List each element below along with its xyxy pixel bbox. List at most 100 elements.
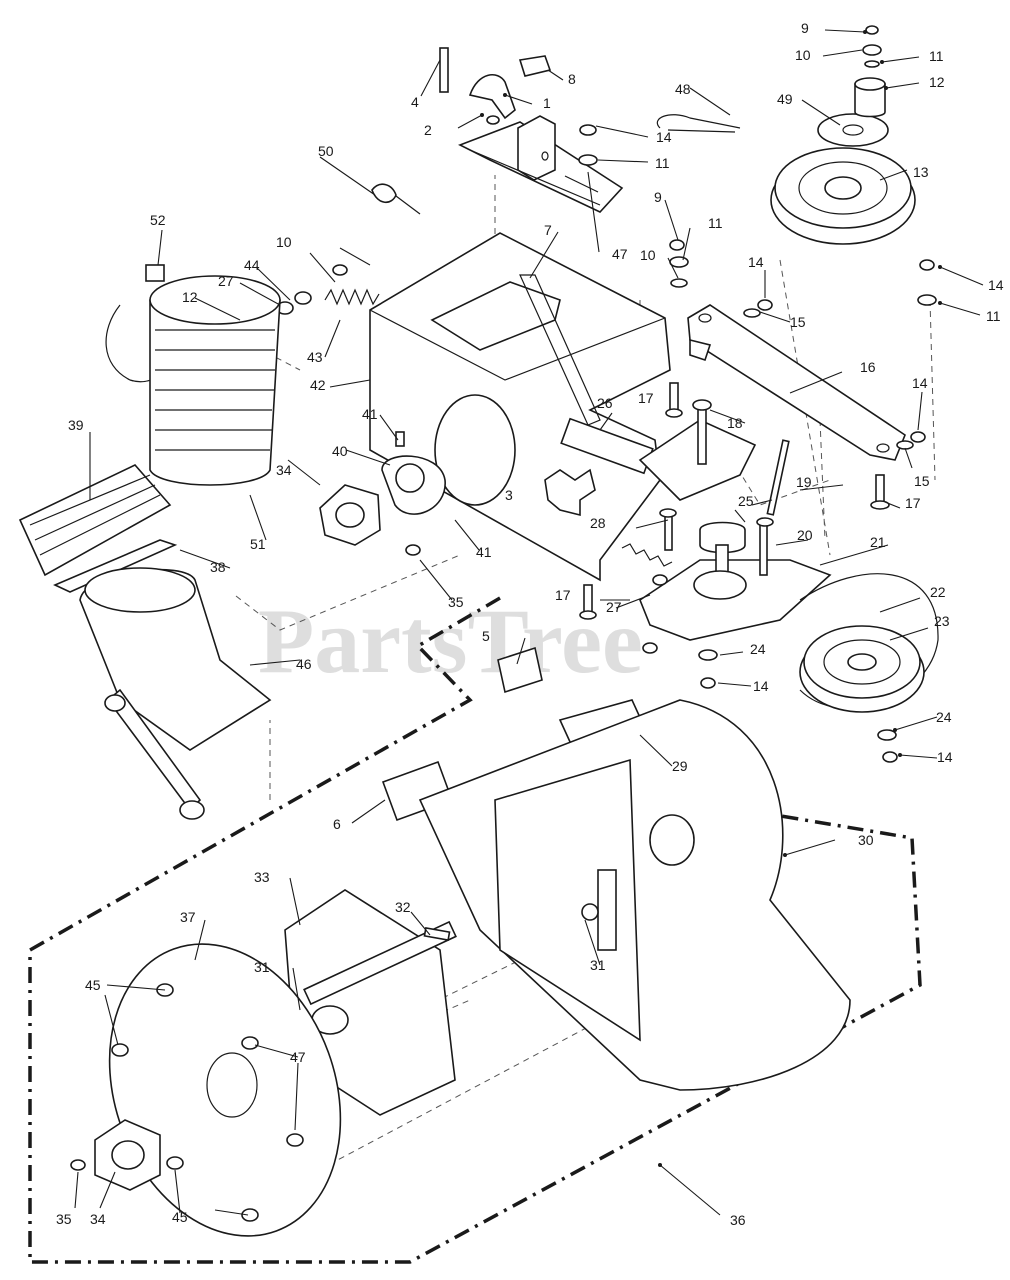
flex-boot [18, 464, 172, 577]
callout-12-left: 12 [182, 289, 198, 305]
callout-15-right: 15 [914, 473, 930, 489]
callout-26: 26 [597, 395, 613, 411]
callout-35-upper: 35 [448, 594, 464, 610]
callout-9-top: 9 [801, 20, 809, 36]
pulley-washer [817, 113, 889, 147]
callout-49: 49 [777, 91, 793, 107]
main-frame [369, 232, 671, 582]
callout-8: 8 [568, 71, 576, 87]
callout-25: 25 [738, 493, 754, 509]
callout-39: 39 [68, 417, 84, 433]
pulley-spacer [854, 83, 886, 118]
boot-band [53, 539, 178, 593]
callout-13: 13 [913, 164, 929, 180]
watermark-text: PartsTree [258, 590, 643, 692]
idler-arm [687, 304, 906, 461]
watermark: PartsTree ™ [258, 590, 748, 692]
impeller-housing-boundary [28, 596, 922, 1264]
pivot-cap [699, 521, 746, 554]
housing-slot [597, 869, 617, 951]
callout-37: 37 [180, 909, 196, 925]
callout-31-housing: 31 [590, 957, 606, 973]
callout-24-bottom: 24 [936, 709, 952, 725]
right-hardware [578, 124, 937, 763]
frame-opening [434, 394, 516, 506]
callout-47-plate: 47 [290, 1049, 306, 1065]
callout-46: 46 [296, 656, 312, 672]
lower-pulley-assembly [799, 573, 939, 713]
hairpin-clip [656, 114, 741, 133]
top-bracket-assembly [439, 47, 624, 213]
callout-21: 21 [870, 534, 886, 550]
callout-27-left: 27 [218, 273, 234, 289]
callout-17-lower: 17 [555, 587, 571, 603]
callout-44: 44 [244, 257, 260, 273]
callout-45-upper: 45 [85, 977, 101, 993]
callout-14-right: 14 [988, 277, 1004, 293]
callout-12-top: 12 [929, 74, 945, 90]
small-hardware [145, 114, 741, 282]
callout-30: 30 [858, 832, 874, 848]
callout-34-upper: 34 [276, 462, 292, 478]
callout-36: 36 [730, 1212, 746, 1228]
callout-14-arm-end: 14 [912, 375, 928, 391]
frame-rib [519, 274, 601, 426]
callout-9-mid: 9 [654, 189, 662, 205]
callout-17-right: 17 [905, 495, 921, 511]
callout-38: 38 [210, 559, 226, 575]
callout-28: 28 [590, 515, 606, 531]
callout-14-bottom: 14 [937, 749, 953, 765]
callout-23: 23 [934, 613, 950, 629]
callout-22: 22 [930, 584, 946, 600]
callout-11-top: 11 [929, 48, 944, 64]
star-gear [544, 468, 596, 517]
callout-6: 6 [333, 816, 341, 832]
callout-48: 48 [675, 81, 691, 97]
callout-10-left: 10 [276, 234, 292, 250]
callout-11-right: 11 [986, 308, 1001, 324]
lower-pivot-plate [639, 559, 832, 641]
housing-opening [494, 758, 641, 1042]
callout-1: 1 [543, 95, 551, 111]
callout-41-lower: 41 [476, 544, 492, 560]
left-spring [324, 288, 380, 306]
square-block [145, 264, 165, 282]
callout-14-lower: 14 [753, 678, 769, 694]
frame-slot-plate [430, 281, 561, 351]
callout-14-arm: 14 [748, 254, 764, 270]
callout-29: 29 [672, 758, 688, 774]
pivot-hub [693, 570, 747, 600]
callout-27-lower: 27 [606, 599, 622, 615]
crank-arm [106, 688, 202, 812]
handle-knob [518, 55, 552, 77]
callout-11-bracket: 11 [655, 155, 670, 171]
callout-34-lower: 34 [90, 1211, 106, 1227]
callout-18: 18 [727, 415, 743, 431]
callout-10-mid: 10 [640, 247, 656, 263]
callout-32: 32 [395, 899, 411, 915]
callout-33: 33 [254, 869, 270, 885]
callout-40: 40 [332, 443, 348, 459]
bracket-nut [486, 115, 500, 125]
housing-port [649, 814, 695, 866]
callout-51: 51 [250, 536, 266, 552]
impeller-shaft [303, 920, 457, 1006]
callout-19: 19 [796, 474, 812, 490]
callout-50: 50 [318, 143, 334, 159]
callout-10-top: 10 [795, 47, 811, 63]
decal-5 [497, 646, 543, 694]
callout-17-frame: 17 [638, 390, 654, 406]
callout-47-bracket: 47 [612, 246, 628, 262]
callout-labels: 1 2 3 4 5 6 7 8 9 9 10 10 10 11 11 11 11… [56, 20, 1004, 1228]
callout-52: 52 [150, 212, 166, 228]
callout-31-shaft: 31 [254, 959, 270, 975]
chute-assembly [18, 275, 281, 820]
top-bolt [439, 47, 449, 93]
callout-20: 20 [797, 527, 813, 543]
callout-3: 3 [505, 487, 513, 503]
callout-2: 2 [424, 122, 432, 138]
callout-11-mid: 11 [708, 215, 723, 231]
callout-16: 16 [860, 359, 876, 375]
bracket-tube [517, 115, 556, 181]
